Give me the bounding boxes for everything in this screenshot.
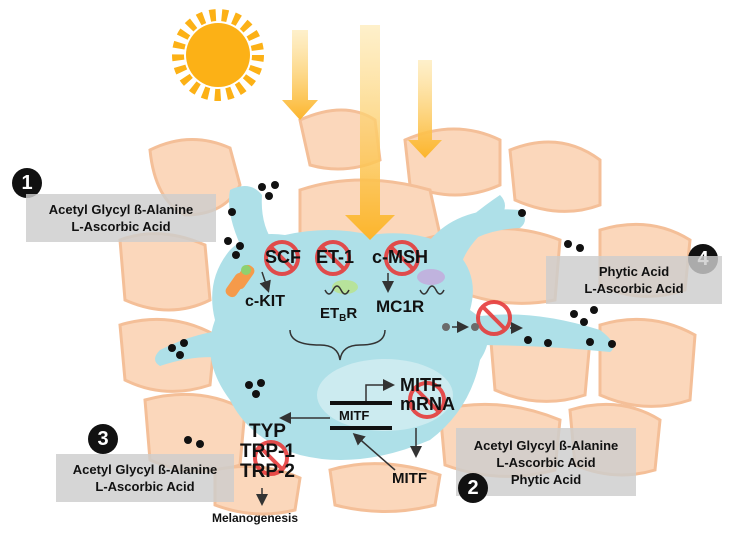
annotation-number-3: 3 xyxy=(88,424,118,454)
annotation-2-line: Phytic Acid xyxy=(510,471,582,487)
melanin-granule-icon xyxy=(168,181,616,448)
vesicle-icon xyxy=(442,323,479,331)
keratinocyte-cell xyxy=(508,140,602,213)
mitf-gene-bars xyxy=(330,401,392,430)
uv-arrow-icon xyxy=(282,25,442,240)
keratinocyte-cell xyxy=(213,464,302,516)
et1-label: ET-1 xyxy=(316,247,355,267)
cmsh-label: c-MSH xyxy=(372,247,429,267)
ckit-label: c-KIT xyxy=(245,293,285,310)
annotation-number-1: 1 xyxy=(12,168,42,198)
melanogenesis-label: Melanogenesis xyxy=(212,511,299,525)
melanocyte-dendrite xyxy=(229,186,275,255)
annotation-2-line: Acetyl Glycyl ß-Alanine xyxy=(473,437,619,453)
trp2-label: TRP-2 xyxy=(240,461,295,482)
annotation-3-line: L-Ascorbic Acid xyxy=(95,479,195,494)
annotation-box-2: Acetyl Glycyl ß-Alanine L-Ascorbic Acid … xyxy=(456,428,636,496)
mitf-mrna-line2: mRNA xyxy=(400,394,456,414)
annotation-4-line: Phytic Acid xyxy=(598,264,670,279)
annotation-1-line: Acetyl Glycyl ß-Alanine xyxy=(48,202,194,217)
trp1-label: TRP-1 xyxy=(240,441,295,462)
mitf-protein-label: MITF xyxy=(392,470,427,487)
melanocyte xyxy=(155,186,614,460)
mitf-gene-label: MITF xyxy=(339,408,370,423)
melanocyte-dendrite xyxy=(155,330,240,366)
melanocyte-dendrite xyxy=(430,209,525,262)
annotation-number-2: 2 xyxy=(458,473,488,503)
inhibit-icon xyxy=(253,240,512,476)
annotation-box-1: Acetyl Glycyl ß-Alanine L-Ascorbic Acid xyxy=(26,194,216,242)
etbr-subscript: B xyxy=(339,313,347,324)
etbr-label: ETBR xyxy=(320,305,357,324)
mc1r-label: MC1R xyxy=(376,297,425,316)
etbr-main: ET xyxy=(320,305,340,322)
annotation-2-line: L-Ascorbic Acid xyxy=(496,454,596,470)
etbr-end: R xyxy=(346,305,358,322)
keratinocyte-cell xyxy=(118,232,212,312)
keratinocyte-cell xyxy=(598,317,697,408)
receptor-brace xyxy=(289,329,386,361)
sun-icon xyxy=(172,9,264,101)
mitf-mrna-line1: MITF xyxy=(400,375,442,395)
annotation-box-3: Acetyl Glycyl ß-Alanine L-Ascorbic Acid xyxy=(56,454,234,502)
signal-arrows xyxy=(256,271,523,506)
annotation-1-line: L-Ascorbic Acid xyxy=(71,219,171,234)
typ-label: TYP xyxy=(248,421,286,442)
scf-label: SCF xyxy=(265,247,301,267)
annotation-4-line: L-Ascorbic Acid xyxy=(584,281,684,296)
annotation-box-4: Phytic Acid L-Ascorbic Acid xyxy=(546,256,722,304)
receptor-icon xyxy=(225,264,445,298)
keratinocyte-cell xyxy=(328,462,442,513)
annotation-3-line: Acetyl Glycyl ß-Alanine xyxy=(72,462,218,477)
enzyme-list: TYP TRP-1 TRP-2 xyxy=(240,422,295,482)
